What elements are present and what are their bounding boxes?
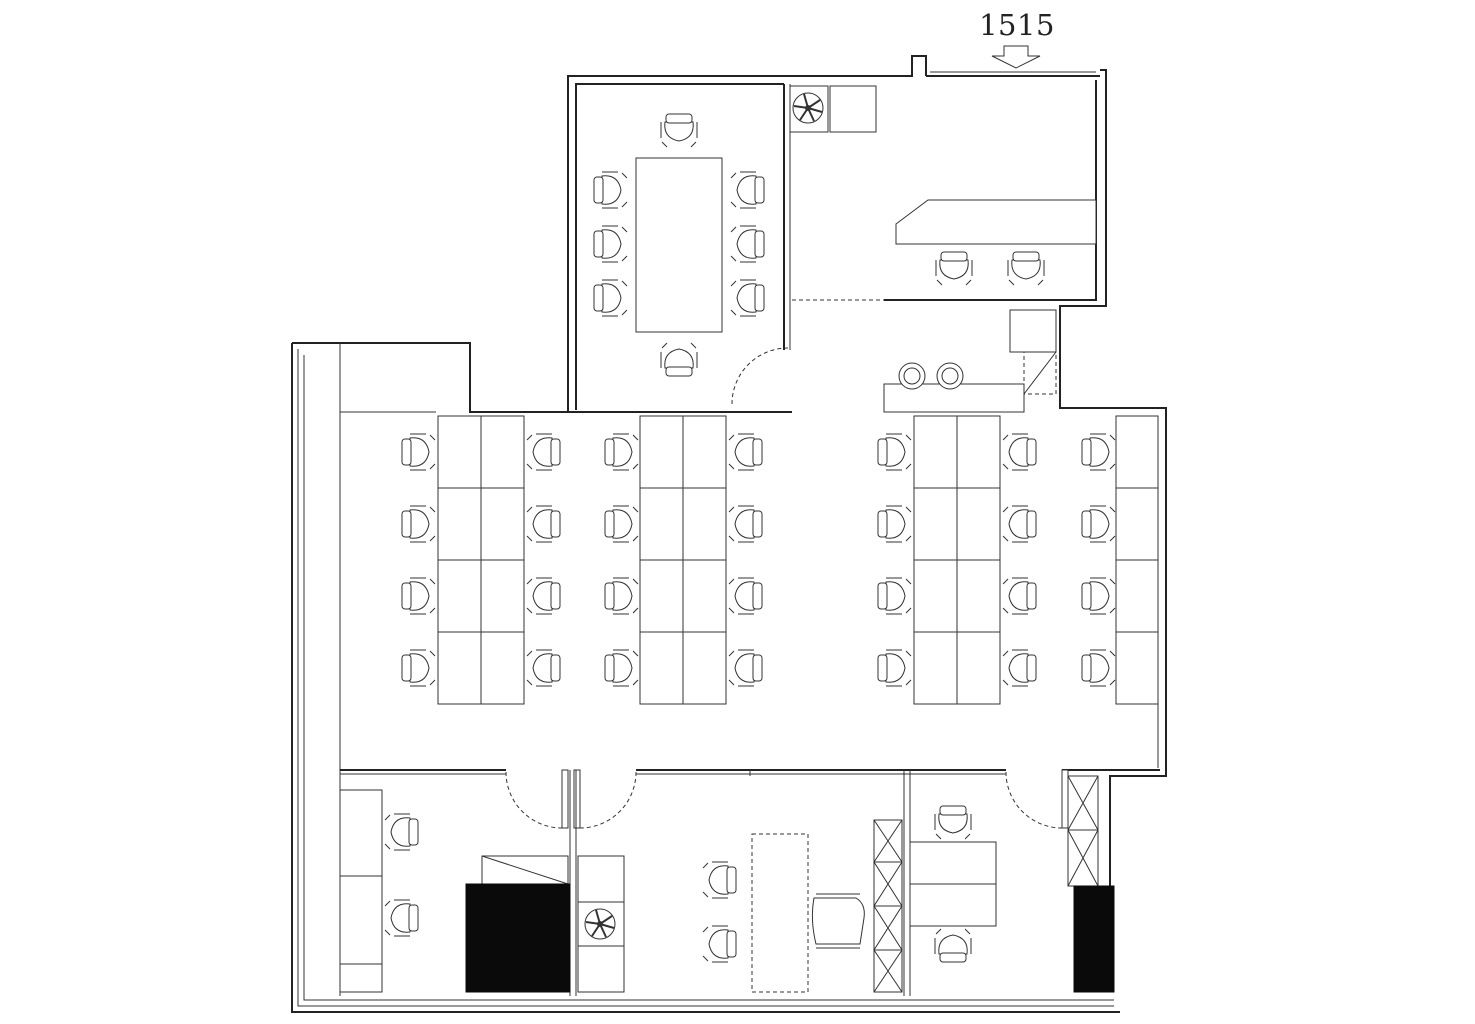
lower-partition	[340, 769, 1160, 996]
workstation-cluster-1	[401, 415, 561, 705]
left-office	[339, 789, 571, 993]
entrance-arrow	[991, 45, 1041, 69]
workstation-cluster-3	[877, 415, 1037, 705]
reception-area	[789, 45, 1100, 301]
side-table	[751, 833, 809, 993]
middle-office	[577, 819, 903, 993]
right-office	[909, 775, 1115, 993]
conference-table	[635, 157, 723, 333]
workstation-cluster-4	[1081, 415, 1159, 705]
column	[465, 883, 571, 993]
workstation-cluster-2	[604, 415, 763, 705]
reception-counter	[895, 199, 1097, 245]
pantry	[883, 309, 1057, 413]
room-number-label: 1515	[979, 8, 1055, 42]
meeting-room	[476, 84, 792, 413]
column	[1073, 885, 1115, 993]
